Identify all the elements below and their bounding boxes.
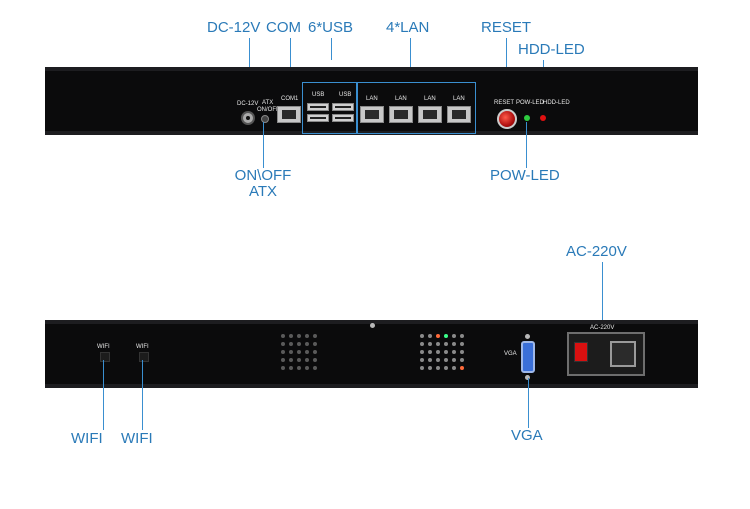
silk-dc-12v: DC-12V [237, 101, 259, 107]
vga-screw-bottom [525, 375, 530, 380]
usb-port-2[interactable] [307, 114, 329, 122]
vga-port[interactable] [521, 341, 535, 373]
leader-lan [410, 38, 411, 82]
callout-onoff-line2: ATX [248, 183, 278, 200]
silk-reset: RESET [494, 100, 515, 106]
callout-hdd-led: HDD-LED [518, 41, 585, 58]
callout-onoff-line1: ON\OFF [234, 167, 292, 184]
fan-vent-right [420, 334, 464, 370]
wifi-antenna-port-2[interactable] [139, 352, 149, 362]
leader-pow-led [526, 122, 527, 168]
callout-6usb: 6*USB [308, 19, 354, 36]
com1-port[interactable] [277, 106, 301, 123]
callout-onoff-atx: ON\OFF ATX [228, 168, 298, 200]
leader-onoff [263, 122, 264, 168]
usb-port-4[interactable] [332, 114, 354, 122]
silk-com1: COM1 [281, 96, 299, 102]
usb-port-1[interactable] [307, 103, 329, 111]
silk-wifi-1: WIFI [97, 344, 110, 350]
power-rocker-switch[interactable] [574, 342, 588, 362]
lan-group-outline [356, 82, 476, 134]
dc-power-jack[interactable] [241, 111, 255, 125]
chassis-screw [370, 323, 375, 328]
silk-vga: VGA [504, 351, 517, 357]
atx-power-button[interactable] [261, 115, 269, 123]
silk-usb-1: USB [312, 92, 325, 98]
callout-4lan: 4*LAN [386, 19, 430, 36]
silk-lan-1: LAN [366, 96, 378, 102]
leader-vga [528, 378, 529, 428]
callout-wifi-2: WIFI [121, 430, 153, 447]
callout-wifi-1: WIFI [71, 430, 103, 447]
leader-usb [331, 38, 332, 60]
silk-lan-3: LAN [424, 96, 436, 102]
usb-port-3[interactable] [332, 103, 354, 111]
silk-lan-4: LAN [453, 96, 465, 102]
lan-port-3[interactable] [418, 106, 442, 123]
lan-port-1[interactable] [360, 106, 384, 123]
reset-button[interactable] [497, 109, 517, 129]
callout-reset: RESET [481, 19, 532, 36]
silk-wifi-2: WIFI [136, 344, 149, 350]
leader-ac [602, 262, 603, 328]
silk-atx: ATX [262, 100, 274, 106]
silk-ac-220v: AC-220V [590, 325, 615, 331]
hdd-led [540, 115, 546, 121]
lan-port-2[interactable] [389, 106, 413, 123]
leader-wifi-2 [142, 360, 143, 430]
usb-group-outline [302, 82, 358, 134]
wifi-antenna-port-1[interactable] [100, 352, 110, 362]
silk-lan-2: LAN [395, 96, 407, 102]
leader-com [290, 38, 291, 93]
silk-onoff: ON/OFF [257, 107, 280, 113]
fan-vent-left [281, 334, 317, 370]
leader-wifi-1 [103, 360, 104, 430]
silk-pow-led: POW-LED [516, 100, 544, 106]
silk-usb-2: USB [339, 92, 352, 98]
power-led [524, 115, 530, 121]
callout-dc-12v: DC-12V [207, 19, 261, 36]
callout-vga: VGA [511, 427, 543, 444]
silk-hdd-led: HDD-LED [543, 100, 570, 106]
callout-ac-220v: AC-220V [566, 243, 627, 260]
callout-pow-led: POW-LED [490, 167, 560, 184]
ac-power-inlet[interactable] [610, 341, 636, 367]
callout-com: COM [266, 19, 301, 36]
vga-screw-top [525, 334, 530, 339]
lan-port-4[interactable] [447, 106, 471, 123]
